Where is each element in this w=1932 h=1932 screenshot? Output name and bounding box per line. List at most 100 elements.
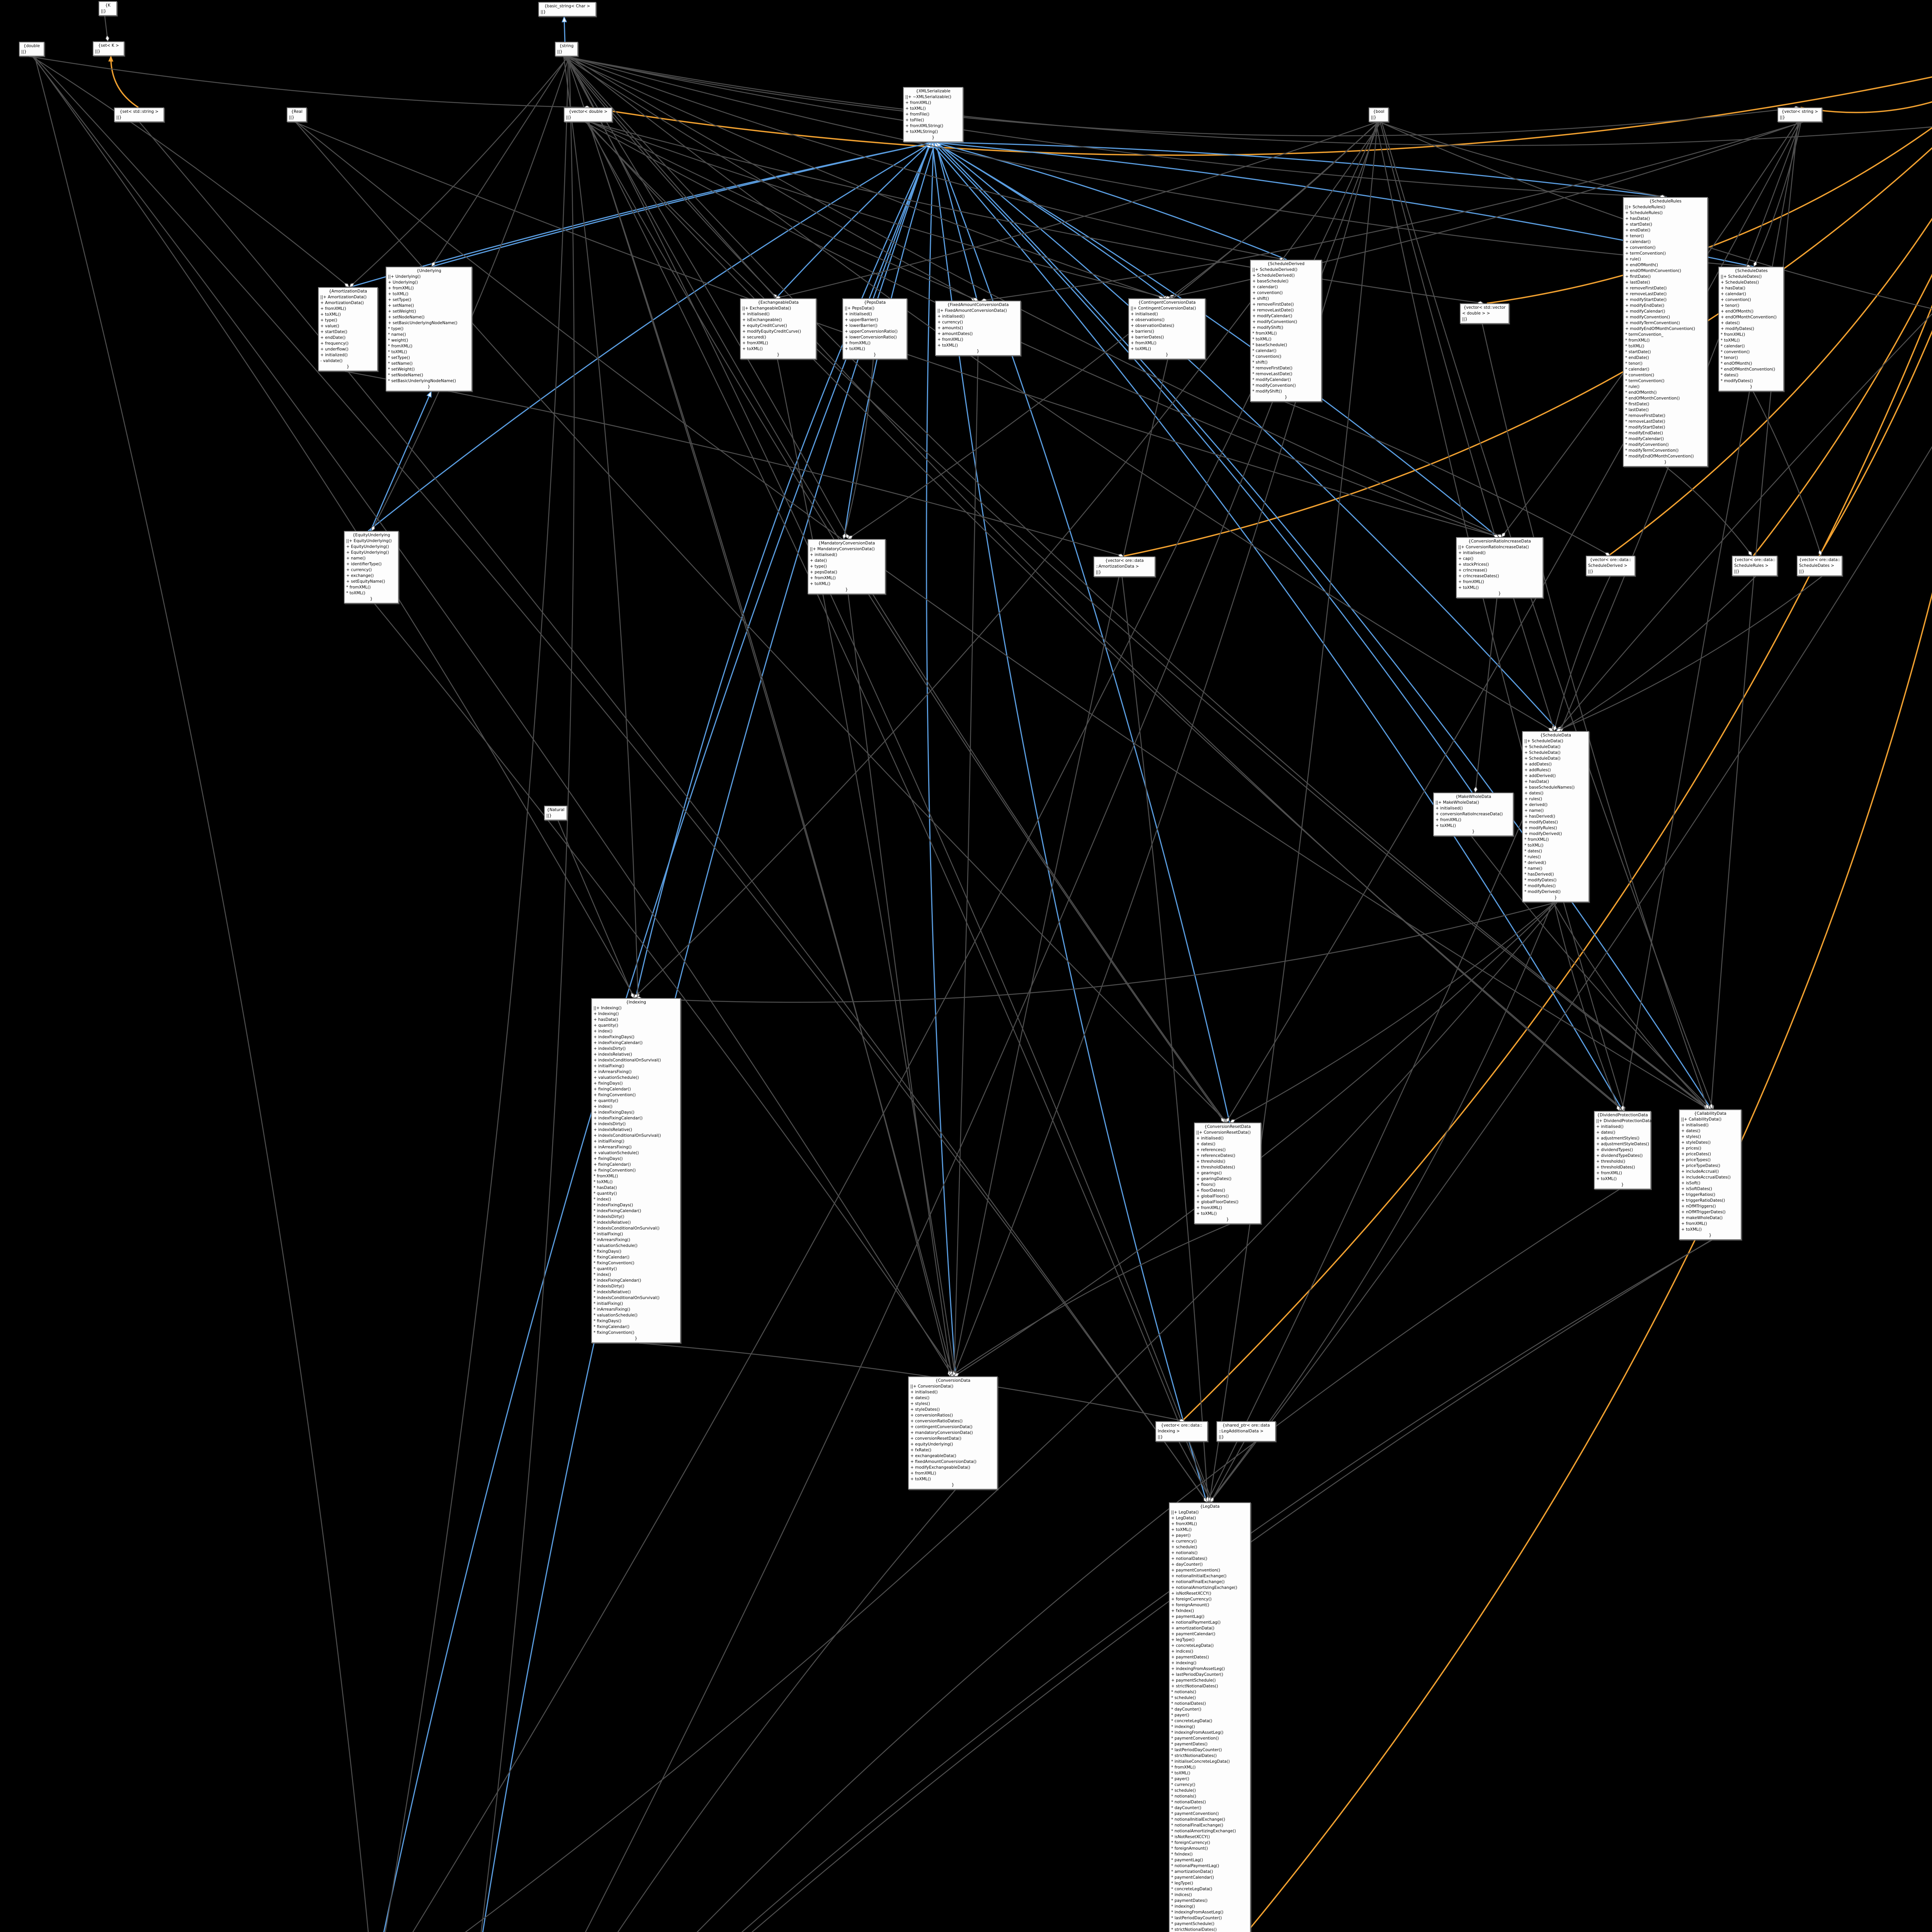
- edge-convReset-xmlSer: [935, 142, 1230, 1123]
- class-title: {PepsData: [864, 300, 886, 305]
- class-node-equityUnd[interactable]: {EquityUnderlying||+ EquityUnderlying()+…: [344, 531, 399, 604]
- class-title: {ScheduleRules: [1649, 199, 1682, 204]
- class-node-vecSchedRules[interactable]: {vector< ore::data::ScheduleRules >||}: [1732, 556, 1777, 576]
- edge-bool-mandatory: [848, 122, 1379, 540]
- edge-callability-convBond: [751, 1239, 1712, 1932]
- class-node-string[interactable]: {string||}: [555, 42, 578, 56]
- member-line: + isSoftDates(): [1681, 1187, 1713, 1191]
- edge-convData-convBond: [617, 1489, 956, 1932]
- class-node-peps[interactable]: {PepsData||+ PepsData()+ initialised()+ …: [842, 298, 907, 359]
- class-node-makeWhole[interactable]: {MakeWholeData||+ MakeWholeData()+ initi…: [1433, 793, 1514, 836]
- class-node-natural[interactable]: {Natural||}: [544, 806, 567, 820]
- edge-vecStdString-legData: [1210, 446, 1932, 1502]
- member-line: * calendar(): [1721, 344, 1745, 349]
- member-line: * toXML(): [388, 350, 407, 354]
- member-line: + fixedAmountConversionData(): [910, 1459, 977, 1464]
- member-line: + triggerRatios(): [1681, 1192, 1716, 1197]
- member-line: ||}: [541, 10, 546, 14]
- class-node-legData[interactable]: {LegData||+ LegData()+ LegData()+ fromXM…: [1169, 1502, 1251, 1932]
- class-node-xmlSer[interactable]: {XMLSerializable||+ ~XMLSerializable()+ …: [903, 87, 963, 142]
- class-node-contingent[interactable]: {ContingentConversionData||+ ContingentC…: [1128, 298, 1206, 359]
- member-line: + fromXML(): [1681, 1221, 1707, 1226]
- class-node-schedDerived[interactable]: {ScheduleDerived||+ ScheduleDerived()+ S…: [1250, 260, 1322, 402]
- class-node-schedDates[interactable]: {ScheduleDates||+ ScheduleDates()+ Sched…: [1718, 267, 1784, 391]
- class-node-setString[interactable]: {set< std::string >||}: [114, 107, 164, 122]
- member-line: + startDate(): [1625, 222, 1652, 227]
- member-line: + derived(): [1524, 803, 1548, 807]
- member-line: * indexIsRelative(): [594, 1290, 631, 1294]
- member-line: + fromXML(): [1196, 1206, 1222, 1210]
- member-line: * derived(): [1524, 861, 1546, 865]
- member-line: + dates(): [1596, 1130, 1616, 1135]
- member-line: * paymentSchedule(): [1171, 1922, 1214, 1926]
- member-line: + setEquityName(): [346, 579, 385, 584]
- member-line: * notionalFinalExchange(): [1171, 1823, 1223, 1828]
- member-line: ||+ ScheduleData(): [1524, 739, 1563, 743]
- class-node-sharedLegAdd[interactable]: {shared_ptr< ore::data::LegAdditionalDat…: [1216, 1421, 1276, 1442]
- class-node-real[interactable]: {Real||}: [287, 107, 307, 122]
- member-line: ||}: [1588, 569, 1594, 574]
- edge-double-convData: [32, 56, 954, 1376]
- class-title: {ConversionData: [935, 1378, 971, 1383]
- member-line: * indexIsDirty(): [594, 1284, 624, 1289]
- class-node-k[interactable]: {K||}: [99, 1, 117, 16]
- edge-divProt-xmlSer: [930, 142, 1624, 1111]
- member-line: + fromXML(): [1458, 580, 1484, 584]
- class-node-fixedAmount[interactable]: {FixedAmountConversionData||+ FixedAmoun…: [935, 301, 1021, 356]
- class-node-vecIndexing[interactable]: {vector< ore::data::Indexing >||}: [1155, 1421, 1208, 1442]
- member-line: + rule(): [1625, 257, 1641, 262]
- member-line: * paymentConvention(): [1171, 1811, 1219, 1816]
- member-line: + endOfMonthConvention(): [1721, 315, 1777, 320]
- edge-schedRules-vecSchedRules: [1665, 466, 1753, 556]
- member-line: + paymentDates(): [1171, 1655, 1209, 1660]
- class-node-divProt[interactable]: {DividendProtectionData||+ DividendProte…: [1594, 1111, 1655, 1189]
- class-node-amortData[interactable]: {AmortizationData||+ AmortizationData()+…: [318, 287, 378, 371]
- edge-double-vecDouble: [29, 56, 590, 107]
- class-node-indexing[interactable]: {Indexing||+ Indexing()+ Indexing()+ has…: [591, 998, 681, 1343]
- member-line: * index(): [594, 1197, 611, 1202]
- member-line: + toXML(): [320, 312, 341, 317]
- class-node-basicString[interactable]: {basic_string< Char >||}: [538, 2, 596, 17]
- edge-vecDouble-legData: [587, 122, 1211, 1502]
- class-node-vecSchedDerived[interactable]: {vector< ore::data::ScheduleDerived >||}: [1586, 556, 1635, 576]
- member-line: ||+ EquityUnderlying(): [346, 539, 392, 543]
- class-node-vecDouble[interactable]: {vector< double >||}: [564, 107, 612, 122]
- class-node-bool[interactable]: {bool||}: [1369, 107, 1389, 122]
- member-line: + toXML(): [1435, 823, 1456, 828]
- member-line: * shift(): [1252, 360, 1268, 365]
- class-node-convReset[interactable]: {ConversionResetData||+ ConversionResetD…: [1194, 1122, 1261, 1224]
- class-node-vecVecDouble[interactable]: {vector< std::vector< double > >||}: [1460, 303, 1509, 324]
- member-line: * isNotResetXCCY(): [1171, 1835, 1210, 1839]
- member-line: + ScheduleData(): [1524, 745, 1561, 749]
- class-node-vecString[interactable]: {vector< string >||}: [1777, 107, 1822, 122]
- member-line: ||+ DividendProtectionData(): [1596, 1119, 1655, 1123]
- class-node-exchangeable[interactable]: {ExchangeableData||+ ExchangeableData()+…: [740, 298, 816, 359]
- member-line: }: [1664, 460, 1667, 464]
- edge-schedData-legData: [1209, 902, 1553, 1502]
- edge-string-contingent: [565, 56, 1164, 298]
- class-node-double[interactable]: {double||}: [19, 42, 44, 56]
- class-node-convRatioInc[interactable]: {ConversionRatioIncreaseData||+ Conversi…: [1456, 537, 1543, 598]
- class-node-vecAmort[interactable]: {vector< ore::data::AmortizationData >||…: [1094, 556, 1155, 577]
- member-line: ||}: [116, 115, 122, 120]
- class-node-setK[interactable]: {set< K >||}: [93, 41, 124, 56]
- member-line: * startDate(): [1625, 350, 1651, 354]
- edge-string-legData: [567, 56, 1213, 1502]
- member-line: + fromFile(): [905, 112, 930, 117]
- class-node-vecSchedDates[interactable]: {vector< ore::data::ScheduleDates >||}: [1797, 556, 1842, 576]
- class-node-schedData[interactable]: {ScheduleData||+ ScheduleData()+ Schedul…: [1522, 731, 1589, 902]
- class-node-mandatory[interactable]: {MandatoryConversionData||+ MandatoryCon…: [808, 539, 886, 594]
- edge-vecSchedDates-vecT: [1818, 330, 1932, 556]
- class-node-underlying[interactable]: {Underlying||+ Underlying()+ Underlying(…: [386, 267, 472, 391]
- member-line: + indexIsDirty(): [594, 1122, 626, 1126]
- class-node-callability[interactable]: {CallabilityData||+ CallabilityData()+ i…: [1679, 1109, 1742, 1240]
- class-node-schedRules[interactable]: {ScheduleRules||+ ScheduleRules()+ Sched…: [1623, 197, 1708, 467]
- member-line: + fixingCalendar(): [594, 1087, 631, 1092]
- member-line: + initialised(): [742, 312, 770, 316]
- class-node-convData[interactable]: {ConversionData||+ ConversionData()+ ini…: [908, 1376, 998, 1490]
- member-line: + exchange(): [346, 573, 374, 578]
- member-line: + setNodeName(): [388, 315, 425, 320]
- edge-vecVecDouble-callability: [1481, 323, 1708, 1109]
- member-line: + amortizationData(): [1171, 1626, 1214, 1631]
